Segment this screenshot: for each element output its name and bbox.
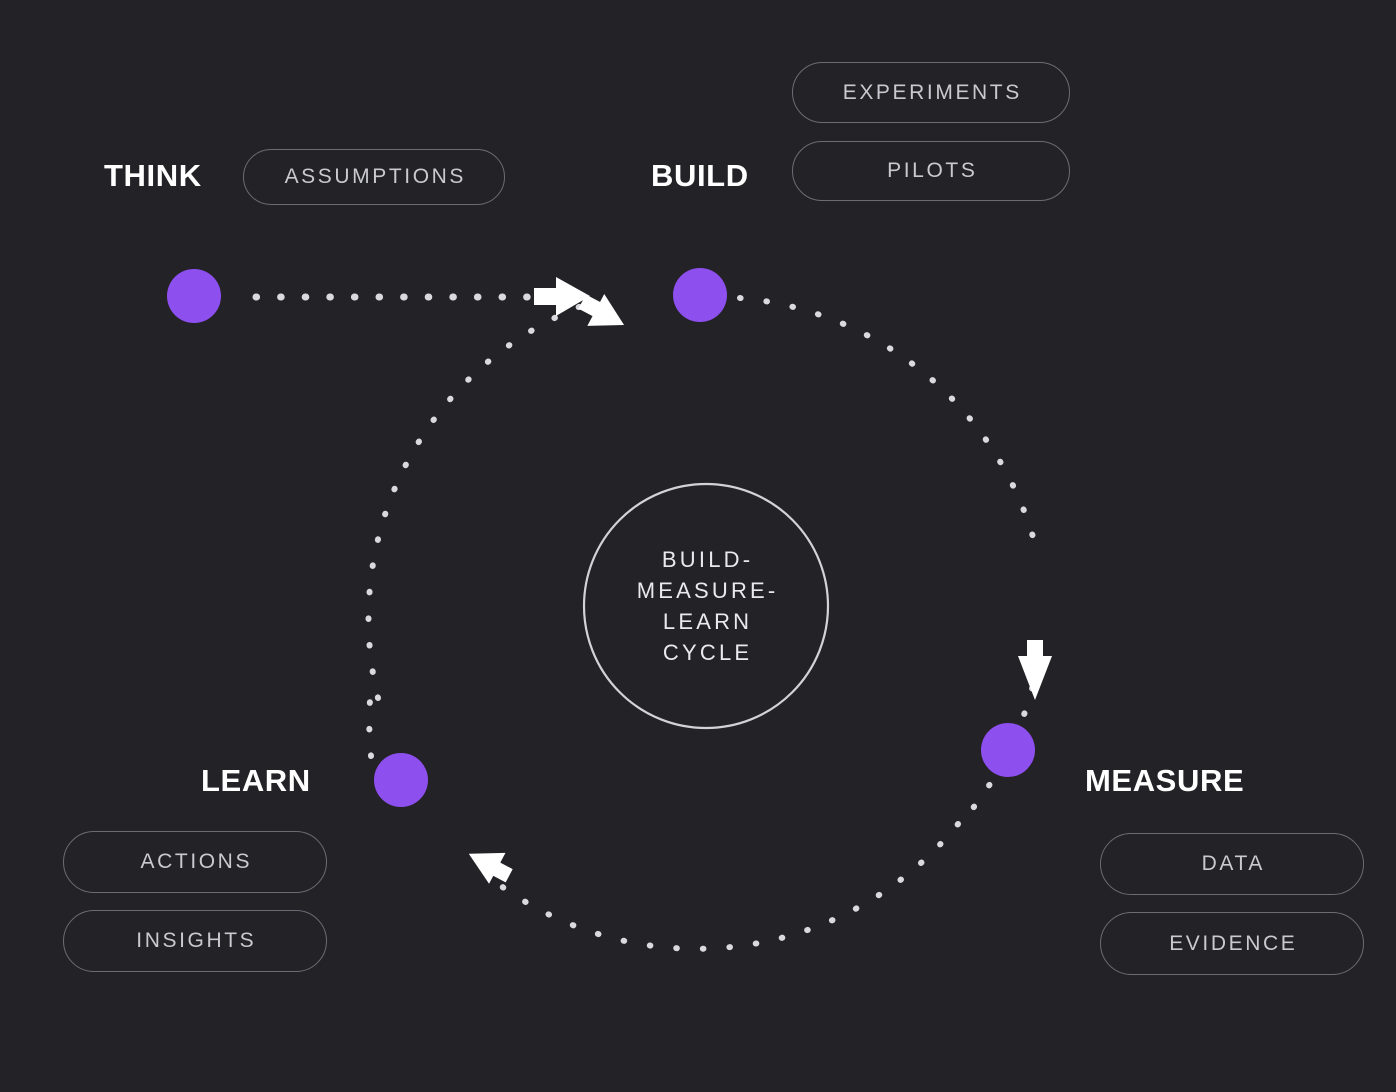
node-build[interactable] xyxy=(673,268,727,322)
stage-label-learn: LEARN xyxy=(201,763,311,798)
stage-label-build: BUILD xyxy=(651,158,749,193)
tag-pill-evidence[interactable]: EVIDENCE xyxy=(1100,912,1364,975)
tag-pill-experiments[interactable]: EXPERIMENTS xyxy=(792,62,1070,123)
connector-learn-left-arc xyxy=(366,697,374,759)
arrow-think-to-build xyxy=(534,277,590,316)
tag-pill-insights[interactable]: INSIGHTS xyxy=(63,910,327,972)
node-think[interactable] xyxy=(167,269,221,323)
center-title-line-2: MEASURE- xyxy=(636,577,779,603)
center-cycle-title: BUILD- MEASURE- LEARN CYCLE xyxy=(583,483,829,729)
center-title-line-4: CYCLE xyxy=(662,640,753,666)
tag-pill-pilots[interactable]: PILOTS xyxy=(792,141,1070,201)
connector-measure-to-learn-path-lower xyxy=(494,821,961,952)
node-learn[interactable] xyxy=(374,753,428,807)
tag-pill-actions[interactable]: ACTIONS xyxy=(63,831,327,893)
center-title-line-3: LEARN xyxy=(662,609,753,634)
tag-pill-data[interactable]: DATA xyxy=(1100,833,1364,895)
connector-learn-to-build-path xyxy=(365,297,601,701)
node-measure[interactable] xyxy=(981,723,1035,777)
arrow-measure-to-learn xyxy=(468,852,513,884)
tag-pill-assumptions[interactable]: ASSUMPTIONS xyxy=(243,149,505,205)
connector-measure-to-learn-path-upper xyxy=(962,659,1041,821)
stage-label-measure: MEASURE xyxy=(1085,763,1245,798)
center-title-line-1: BUILD- xyxy=(661,546,754,572)
stage-label-think: THINK xyxy=(104,158,202,193)
arrow-learn-to-build xyxy=(578,294,625,326)
arrow-build-to-measure xyxy=(1018,640,1052,700)
